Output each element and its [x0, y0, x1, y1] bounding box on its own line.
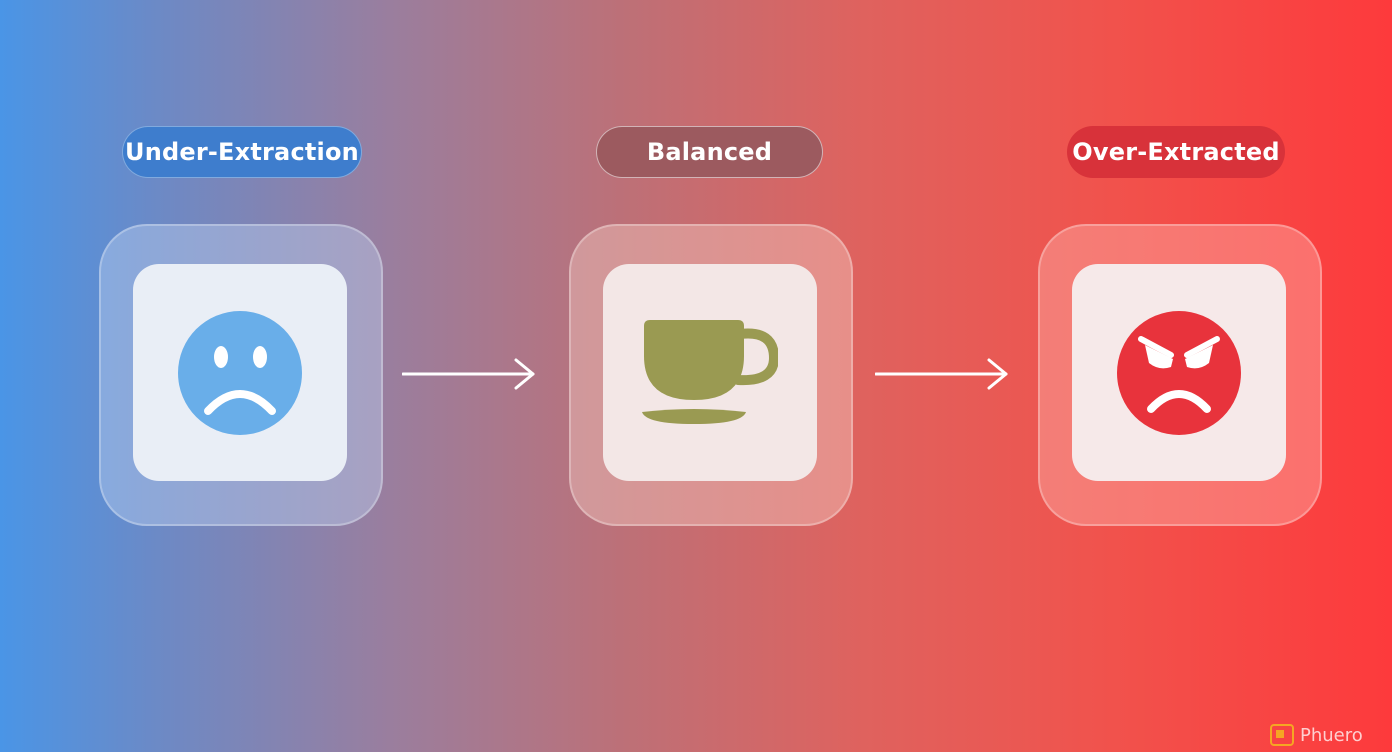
stage-label-over-extracted: Over-Extracted: [1067, 126, 1285, 178]
sad-face-icon: [178, 310, 302, 435]
stage-label-under-extraction: Under-Extraction: [122, 126, 362, 178]
stage-tile-under-extraction: [133, 264, 347, 481]
arrow-right-icon: [875, 358, 1008, 390]
arrow-right-icon: [402, 358, 535, 390]
stage-tile-balanced: [603, 264, 817, 481]
logo-icon: [1270, 724, 1294, 746]
stage-label-balanced: Balanced: [596, 126, 823, 178]
watermark-text: Phuero: [1300, 724, 1363, 746]
watermark: Phuero: [1270, 724, 1363, 746]
angry-face-icon: [1117, 310, 1241, 435]
coffee-cup-icon: [642, 319, 778, 424]
stage-tile-over-extracted: [1072, 264, 1286, 481]
